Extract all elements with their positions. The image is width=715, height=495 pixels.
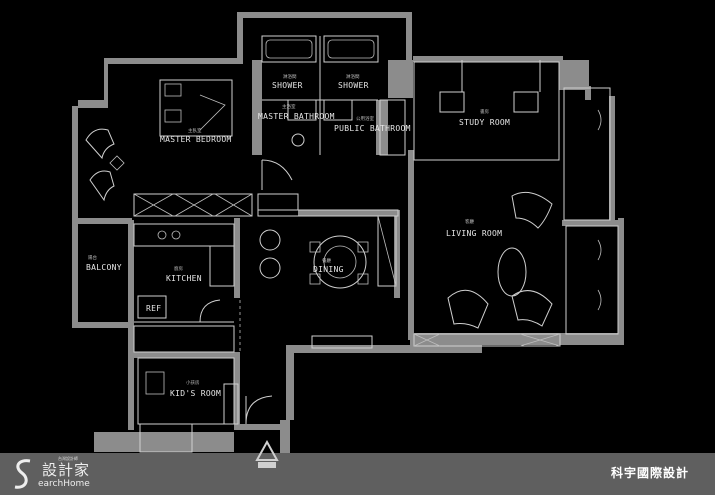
logo-text: 設計家 [42, 461, 91, 479]
zh-shower-2: 淋浴間 [346, 73, 360, 80]
logo-s-icon [14, 459, 31, 489]
label-study-room: STUDY ROOM [459, 118, 510, 127]
room-labels: 主臥室 MASTER BEDROOM 淋浴間 SHOWER 淋浴間 SHOWER… [86, 73, 510, 398]
label-kids-room: KID'S ROOM [170, 389, 221, 398]
zh-master-bathroom: 主浴室 [282, 103, 296, 110]
zh-living-room: 客廳 [465, 218, 474, 225]
zh-public-bathroom: 公用浴室 [356, 115, 374, 122]
label-master-bedroom: MASTER BEDROOM [160, 135, 232, 144]
label-shower-1: SHOWER [272, 81, 303, 90]
company-name: 科宇國際設計 [610, 466, 689, 480]
label-public-bathroom: PUBLIC BATHROOM [334, 124, 411, 133]
footer-bar [0, 453, 715, 495]
zh-kids-room: 小孩房 [186, 379, 200, 386]
zh-shower-1: 淋浴間 [283, 73, 297, 80]
zh-dining: 餐廳 [322, 257, 331, 264]
logo-subtext: earchHome [38, 479, 90, 489]
label-balcony: BALCONY [86, 263, 122, 272]
zh-study-room: 書房 [480, 108, 489, 115]
label-dining: DINING [313, 265, 344, 274]
label-ref: REF [146, 304, 161, 313]
searchhome-logo: 台灣設計師 設計家 earchHome [12, 455, 142, 493]
logo-tagline: 台灣設計師 [58, 456, 78, 461]
zh-balcony: 陽台 [88, 254, 97, 261]
interior-lines [85, 35, 619, 453]
zh-kitchen: 廚房 [174, 265, 183, 272]
label-kitchen: KITCHEN [166, 274, 202, 283]
entry-arrow-icon [255, 440, 279, 468]
label-shower-2: SHOWER [338, 81, 369, 90]
label-master-bathroom: MASTER BATHROOM [258, 112, 335, 121]
zh-master-bedroom: 主臥室 [188, 127, 202, 134]
walls [72, 12, 624, 454]
label-living-room: LIVING ROOM [446, 229, 502, 238]
